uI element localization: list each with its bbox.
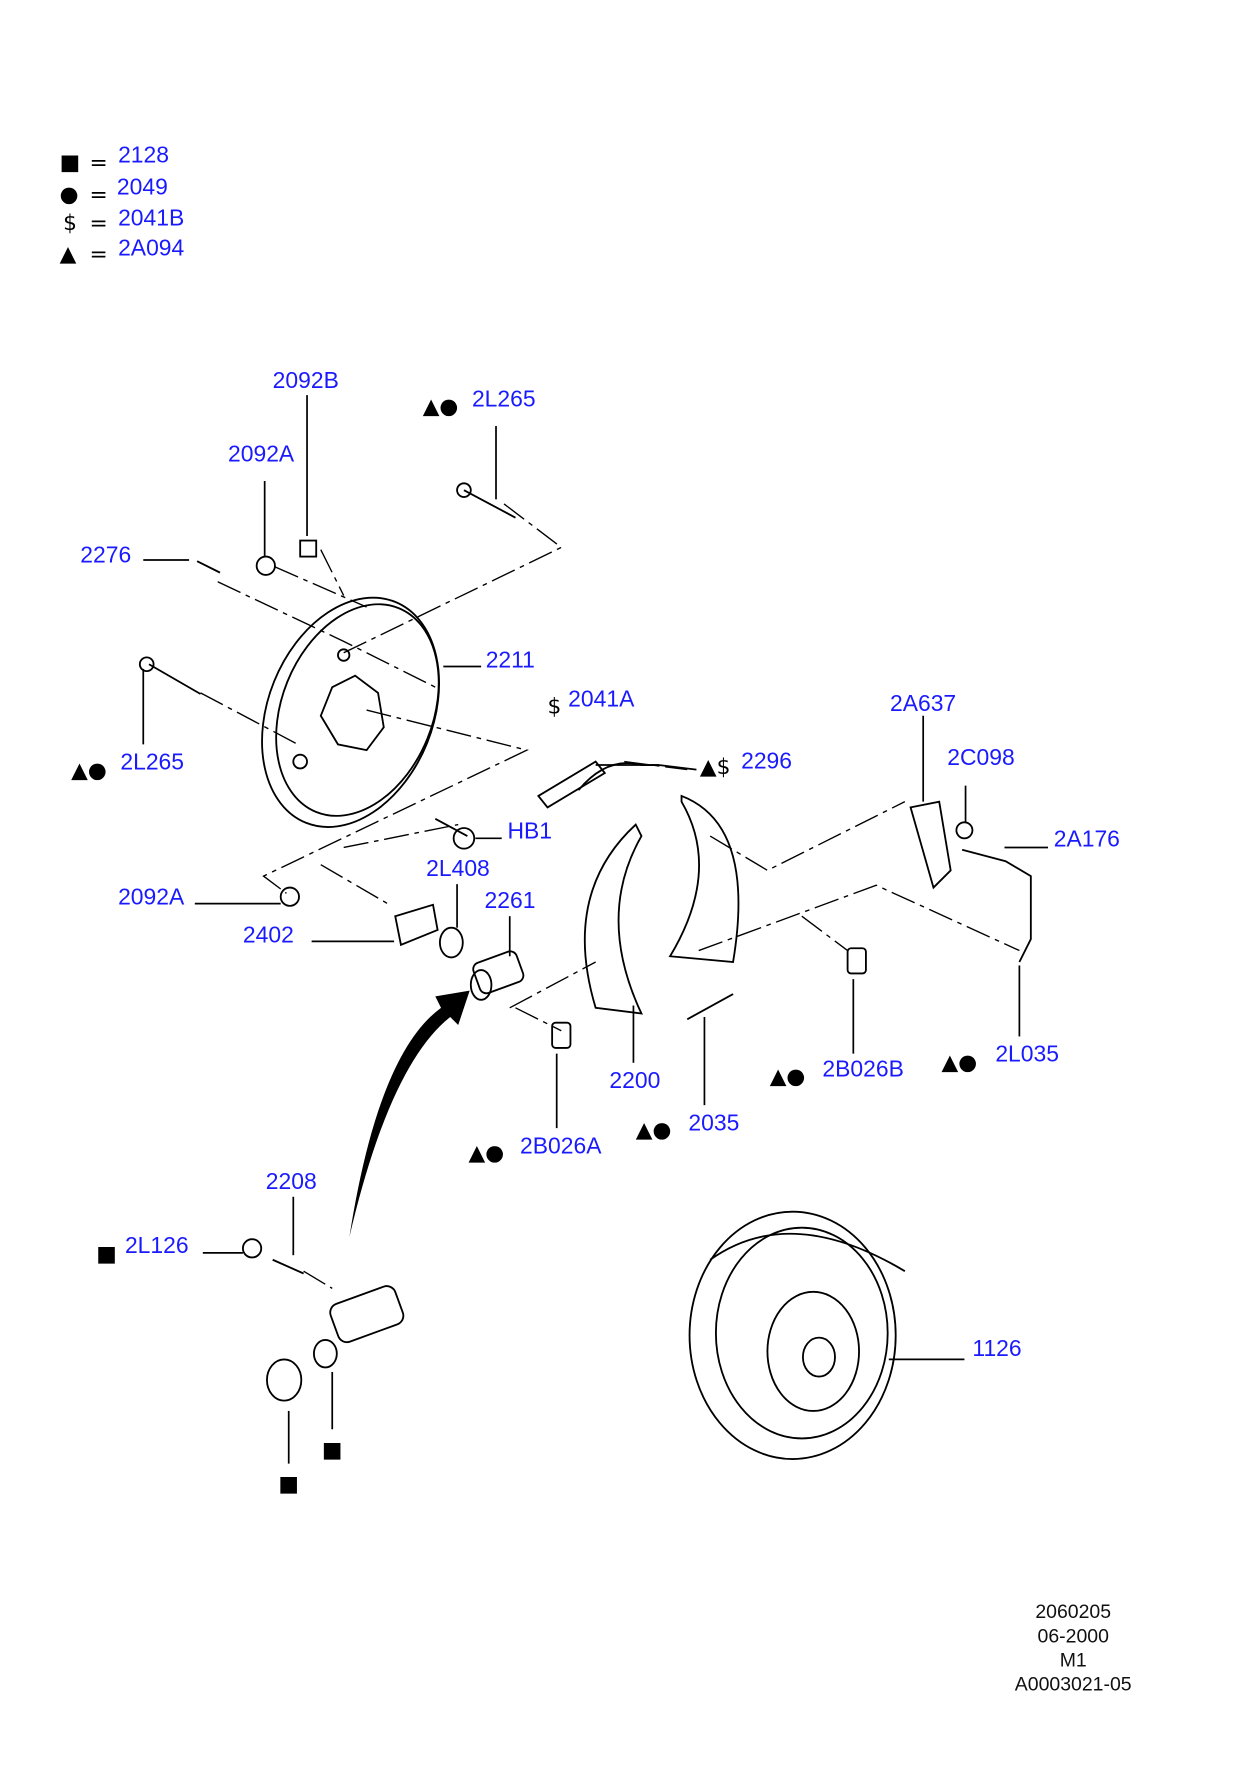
marker-triangle-circle: ▲● — [71, 759, 107, 784]
clip-2B026A — [551, 1021, 572, 1049]
callout-2092A-lower[interactable]: 2092A — [118, 884, 185, 910]
callout-2L265[interactable]: 2L265 — [472, 386, 536, 412]
drawing-info: 2060205 06-2000 M1 A0003021-05 — [1015, 1601, 1132, 1695]
bolt-head-HB1 — [452, 827, 476, 850]
callout-1126[interactable]: 1126 — [972, 1335, 1021, 1361]
legend-item-dollar: $ = 2041B — [63, 205, 184, 237]
callout-2296[interactable]: 2296 — [741, 747, 792, 773]
equals-sign: = — [89, 150, 107, 175]
lever-2A637 — [909, 800, 952, 890]
legend-item-square: ■ = 2128 — [60, 142, 169, 176]
callout-2092B[interactable]: 2092B — [273, 367, 339, 393]
callout-2L035[interactable]: 2L035 — [995, 1041, 1059, 1067]
callout-2261[interactable]: 2261 — [485, 887, 536, 913]
marker-triangle-circle: ▲● — [942, 1051, 978, 1076]
o-ring-2L408 — [438, 926, 464, 959]
callout-2A637[interactable]: 2A637 — [890, 690, 956, 716]
callout-2L408[interactable]: 2L408 — [426, 855, 490, 881]
clip-2B026B — [846, 947, 867, 975]
callout-2211[interactable]: 2211 — [486, 647, 535, 673]
callouts: 2092B ▲● 2L265 2092A 2276 2211 $ 2041A 2… — [71, 367, 1120, 1497]
cable-2A176 — [961, 848, 1032, 963]
drawing-model: M1 — [1060, 1649, 1087, 1671]
marker-triangle-circle: ▲● — [469, 1141, 505, 1166]
equals-sign: = — [89, 242, 107, 267]
marker-square: ■ — [96, 1242, 117, 1267]
leader-lines — [142, 395, 1049, 1464]
legend-item-triangle: ▲ = 2A094 — [60, 234, 185, 267]
bolt-2L265-top — [456, 482, 516, 519]
direction-arrow — [349, 990, 470, 1237]
callout-2L265-left[interactable]: 2L265 — [120, 749, 184, 775]
drawing-date: 06-2000 — [1038, 1625, 1110, 1647]
bolt-2L265-left — [138, 656, 201, 695]
legend: ■ = 2128 ● = 2049 $ = 2041B ▲ = 2A094 — [60, 142, 185, 267]
marker-triangle-circle: ▲● — [636, 1118, 672, 1143]
cylinder-assembly-2208 — [241, 1238, 405, 1402]
spring-2035 — [686, 993, 734, 1021]
brake-drum-1126 — [688, 1210, 906, 1460]
equals-sign: = — [89, 183, 107, 208]
legend-code[interactable]: 2049 — [117, 174, 168, 200]
marker-dollar: $ — [548, 694, 562, 719]
callout-2041A[interactable]: 2041A — [568, 686, 635, 712]
dollar-icon: $ — [63, 211, 77, 236]
triangle-icon: ▲ — [60, 242, 77, 267]
adjuster-2041A — [537, 760, 607, 809]
legend-item-circle: ● = 2049 — [60, 174, 168, 208]
square-icon: ■ — [60, 150, 81, 175]
drawing-number: 2060205 — [1035, 1601, 1111, 1623]
bracket-2402 — [394, 903, 439, 947]
legend-code[interactable]: 2128 — [118, 142, 169, 168]
marker-square: ■ — [322, 1438, 343, 1463]
legend-code[interactable]: 2041B — [118, 205, 184, 231]
callout-2C098[interactable]: 2C098 — [947, 744, 1014, 770]
clip-2C098 — [955, 821, 974, 840]
bleed-screw-2276 — [196, 560, 221, 574]
callout-2208[interactable]: 2208 — [266, 1168, 317, 1194]
plug-2092A — [255, 555, 276, 576]
drawing-reference: A0003021-05 — [1015, 1673, 1132, 1695]
callout-2L126[interactable]: 2L126 — [125, 1232, 189, 1258]
callout-2A176[interactable]: 2A176 — [1054, 825, 1120, 851]
callout-2276[interactable]: 2276 — [80, 541, 131, 567]
marker-triangle-dollar: ▲$ — [700, 755, 731, 780]
callout-2B026A[interactable]: 2B026A — [520, 1132, 602, 1158]
callout-2B026B[interactable]: 2B026B — [822, 1056, 903, 1082]
bolt-HB1 — [434, 818, 468, 837]
plug-2092B — [299, 539, 318, 558]
callout-HB1[interactable]: HB1 — [507, 817, 552, 843]
equals-sign: = — [89, 211, 107, 236]
plug-2092A-lower — [279, 886, 300, 907]
circle-icon: ● — [60, 183, 79, 208]
marker-triangle-circle: ▲● — [770, 1064, 806, 1089]
spring-2296 — [577, 762, 659, 791]
brake-shoe-2200 — [583, 823, 643, 1015]
callout-2402[interactable]: 2402 — [243, 922, 294, 948]
legend-code[interactable]: 2A094 — [118, 234, 184, 260]
marker-triangle-circle: ▲● — [423, 394, 459, 419]
assembly-lines — [200, 503, 1020, 1289]
marker-square: ■ — [278, 1472, 299, 1497]
brake-shoe-right — [668, 794, 740, 963]
callout-2200[interactable]: 2200 — [609, 1067, 660, 1093]
callout-2035[interactable]: 2035 — [688, 1109, 739, 1135]
backing-plate-2211 — [261, 596, 440, 828]
callout-2092A[interactable]: 2092A — [228, 441, 295, 467]
wheel-cylinder-2261 — [469, 950, 525, 1001]
